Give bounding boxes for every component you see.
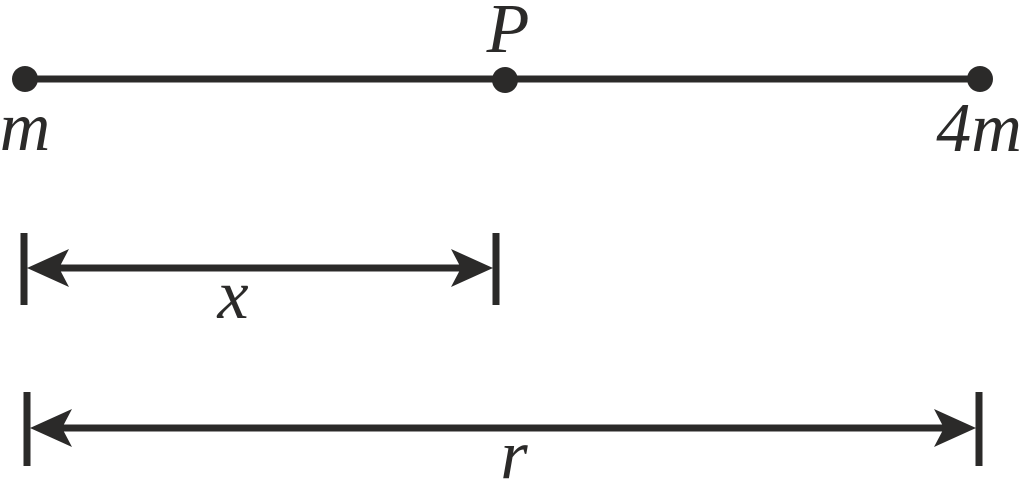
x-dimension-group: x: [20, 233, 500, 334]
point-p-label: P: [486, 0, 530, 68]
r-dimension-right-arrowhead-icon: [934, 409, 976, 447]
x-dimension-right-arrowhead-icon: [451, 249, 493, 287]
mass-line-group: m P 4m: [0, 0, 1022, 167]
r-dimension-left-arrowhead-icon: [30, 409, 72, 447]
x-dimension-left-arrowhead-icon: [27, 249, 69, 287]
x-distance-label: x: [216, 257, 248, 334]
mass-4m-dot: [967, 66, 993, 92]
r-distance-label: r: [500, 417, 528, 488]
r-dimension-group: r: [23, 392, 983, 488]
mass-4m-label: 4m: [936, 90, 1022, 167]
mass-m-label: m: [0, 89, 50, 166]
mass-m-dot: [12, 66, 38, 92]
point-p-dot: [492, 67, 518, 93]
